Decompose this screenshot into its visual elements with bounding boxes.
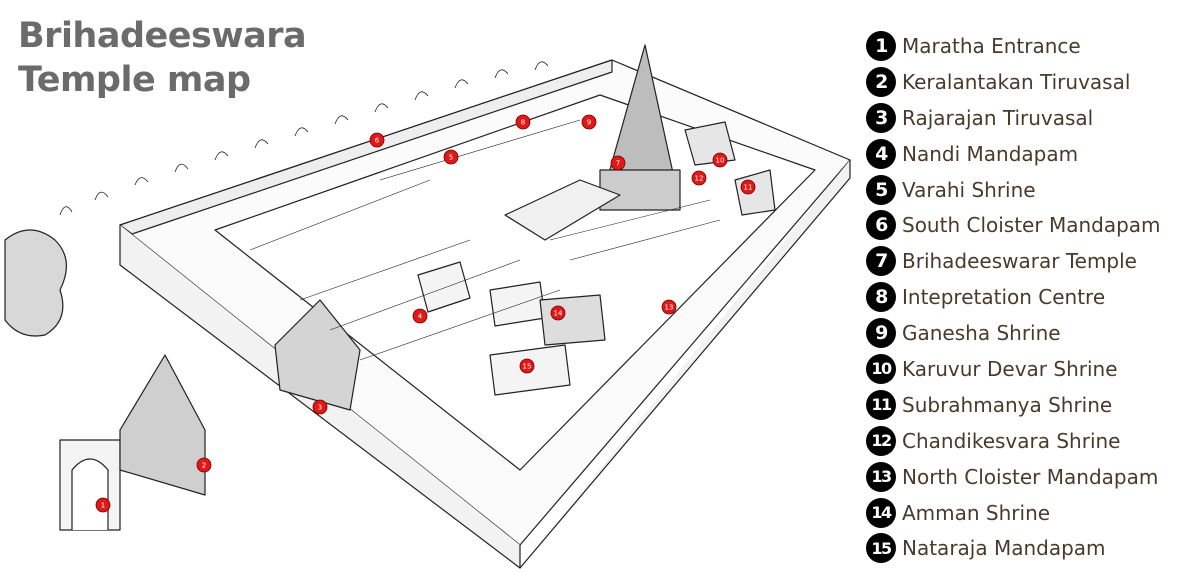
outer-wall-top [119,59,613,235]
legend-number: 6 [866,210,896,241]
marker-8: 8 [515,114,531,130]
svg-text:12: 12 [695,175,704,183]
legend-label: Rajarajan Tiruvasal [902,105,1094,130]
rajarajan-gopuram [274,299,361,411]
marker-9: 9 [581,114,597,130]
legend-label: Varahi Shrine [902,177,1036,202]
marker-2: 2 [196,457,212,473]
keralantakan-gopuram [119,354,206,496]
legend-label: Subrahmanya Shrine [902,392,1113,417]
svg-text:1: 1 [101,502,105,510]
amman-shrine [539,294,606,346]
marker-7: 7 [610,155,626,171]
marker-5: 5 [443,149,459,165]
temple-map-illustration: 1 2 3 4 5 6 7 8 9 10 11 12 13 14 15 [4,44,851,569]
legend-number: 2 [866,66,896,97]
legend-number: 15 [866,533,896,564]
nandi-mandapam [417,261,471,313]
legend-number: 9 [866,318,896,349]
legend-label: Nandi Mandapam [902,141,1079,166]
marker-11: 11 [740,179,756,195]
map-title: Brihadeeswara Temple map [18,14,307,102]
legend-number: 10 [866,353,896,384]
legend-number: 13 [866,461,896,492]
north-cloister [489,281,546,327]
marker-6: 6 [369,132,385,148]
legend-number: 11 [866,389,896,420]
title-line-1: Brihadeeswara [18,16,307,56]
maha-mandapam [504,179,621,241]
legend-label: Nataraja Mandapam [902,536,1106,561]
svg-text:3: 3 [318,404,322,412]
marker-14: 14 [550,305,566,321]
legend-number: 5 [866,174,896,205]
legend-number: 3 [866,102,896,133]
marker-10: 10 [712,152,728,168]
legend-label: Ganesha Shrine [902,321,1061,346]
legend-label: North Cloister Mandapam [902,464,1159,489]
svg-text:11: 11 [744,184,753,192]
svg-text:9: 9 [587,119,591,127]
svg-text:8: 8 [521,119,525,127]
legend-label: South Cloister Mandapam [902,213,1161,238]
map-markers: 1 2 3 4 5 6 7 8 9 10 11 12 13 14 15 [95,114,756,513]
svg-text:15: 15 [523,363,532,371]
tree-row [59,61,549,216]
tree-cluster [4,229,67,337]
legend-number: 12 [866,425,896,456]
svg-text:7: 7 [616,160,620,168]
svg-text:5: 5 [449,154,453,162]
marker-1: 1 [95,497,111,513]
legend-number: 14 [866,497,896,528]
legend-label: Intepretation Centre [902,285,1106,310]
legend-label: Chandikesvara Shrine [902,428,1121,453]
legend-number: 4 [866,138,896,169]
svg-text:6: 6 [375,137,380,145]
marker-15: 15 [519,358,535,374]
legend-label: Maratha Entrance [902,33,1081,58]
legend-number: 8 [866,282,896,313]
title-line-2: Temple map [18,60,251,100]
svg-text:10: 10 [716,157,725,165]
outer-wall-face-right [519,160,851,569]
marker-3: 3 [312,399,328,415]
legend-label: Keralantakan Tiruvasal [902,69,1131,94]
legend-label: Brihadeeswarar Temple [902,249,1137,274]
legend-number: 1 [866,30,896,61]
legend-number: 7 [866,246,896,277]
svg-text:13: 13 [665,304,674,312]
svg-text:2: 2 [202,462,206,470]
svg-text:14: 14 [554,310,563,318]
svg-text:4: 4 [418,313,423,321]
marker-12: 12 [691,170,707,186]
marker-13: 13 [661,299,677,315]
legend-label: Karuvur Devar Shrine [902,356,1118,381]
legend-label: Amman Shrine [902,500,1051,525]
marker-4: 4 [412,308,428,324]
